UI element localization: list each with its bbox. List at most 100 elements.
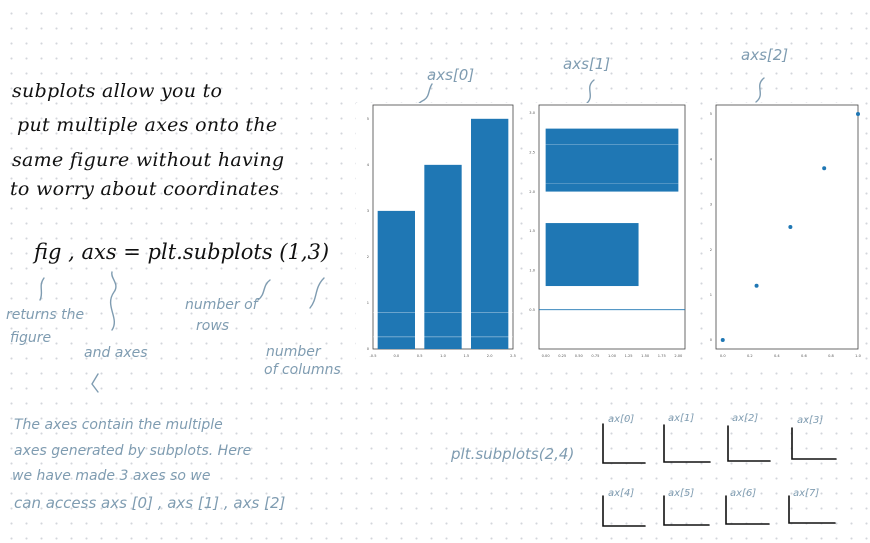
- y-tick-label: 4: [710, 157, 713, 161]
- axes-pointer: [109, 271, 117, 331]
- plot-axs2: 0.0 0.2 0.4 0.6 0.8 1.0 0 1 2 3 4 5: [706, 103, 864, 361]
- axs0-label: axs[0]: [427, 66, 475, 84]
- intro-line-3: same figure without having: [12, 149, 285, 171]
- mini-axis-top-1: [663, 424, 711, 463]
- y-tick-label: 1.5: [529, 229, 535, 233]
- y-tick-label: 2.5: [529, 150, 535, 154]
- y-tick-label: 5: [367, 117, 369, 121]
- cols-pointer: [309, 277, 325, 309]
- returns-note-1: returns the: [6, 307, 85, 323]
- scatter-point: [788, 225, 793, 229]
- scatter-chart: 0.0 0.2 0.4 0.6 0.8 1.0 0 1 2 3 4 5: [710, 104, 862, 358]
- barh: [545, 223, 639, 287]
- mini-axis-top-2: [727, 425, 771, 462]
- explain-line-3: we have made 3 axes so we: [12, 468, 211, 484]
- x-tick-label: 0.00: [542, 354, 551, 358]
- axes-frame: [538, 104, 686, 350]
- scatter-point: [856, 112, 860, 117]
- y-tick-label: 2: [367, 255, 369, 259]
- axs2-pointer: [755, 77, 765, 103]
- x-tick-label: 0.50: [575, 354, 584, 358]
- plot-axs1: 0.00 0.25 0.50 0.75 1.00 1.25 1.50 1.75 2.00 0.5 1…: [526, 103, 690, 361]
- x-tick-label: 2.0: [487, 354, 493, 358]
- y-tick-label: 2: [710, 248, 712, 252]
- grid-bottom-label-2: ax[6]: [730, 488, 757, 499]
- x-tick-label: 1.50: [641, 354, 650, 358]
- axs2-label: axs[2]: [741, 46, 789, 64]
- returns-note-2: figure: [10, 330, 52, 346]
- y-tick-label: 1: [710, 293, 712, 297]
- x-tick-label: 1.25: [625, 354, 633, 358]
- y-tick-label: 1.0: [529, 268, 535, 272]
- axs1-label: axs[1]: [563, 55, 611, 73]
- rows-note-1: number of: [185, 297, 258, 313]
- bar: [377, 210, 415, 349]
- mini-axis-bottom-1: [663, 495, 710, 526]
- x-tick-label: 0.0: [720, 354, 726, 358]
- bar-chart: -0.5 0.0 0.5 1.0 1.5 2.0 2.5 0 1 2 3 4 5: [367, 104, 516, 358]
- grid-example-label: plt.subplots(2,4): [451, 445, 575, 463]
- x-tick-label: 0.25: [558, 354, 566, 358]
- mini-axis-top-0: [602, 423, 646, 464]
- x-tick-label: 1.00: [608, 354, 617, 358]
- x-tick-label: 0.5: [417, 354, 423, 358]
- x-tick-label: 1.75: [658, 354, 666, 358]
- and-axes-check: [91, 373, 99, 393]
- bar: [471, 118, 509, 350]
- mini-axis-bottom-3: [788, 495, 836, 524]
- x-tick-label: 0.0: [393, 354, 399, 358]
- returns-pointer: [39, 277, 45, 301]
- mini-axis-top-3: [791, 427, 837, 460]
- grid-bottom-label-0: ax[4]: [608, 488, 635, 499]
- x-tick-label: 1.0: [440, 354, 446, 358]
- x-tick-label: 1.0: [855, 354, 861, 358]
- intro-line-2: put multiple axes onto the: [17, 114, 278, 136]
- scatter-point: [720, 337, 725, 342]
- mini-axis-bottom-0: [602, 495, 646, 527]
- and-axes-note: and axes: [84, 345, 148, 361]
- grid-top-label-3: ax[3]: [797, 415, 824, 426]
- x-tick-label: 0.4: [774, 354, 780, 358]
- subplots-code: fig , axs = plt.subplots (1,3): [34, 240, 330, 264]
- grid-bottom-label-3: ax[7]: [793, 488, 820, 499]
- x-tick-label: 2.5: [510, 354, 516, 358]
- y-tick-label: 3: [710, 203, 712, 207]
- y-tick-label: 2.0: [529, 190, 535, 194]
- barh-chart: 0.00 0.25 0.50 0.75 1.00 1.25 1.50 1.75 2.00 0.5 1…: [529, 104, 686, 358]
- x-tick-label: -0.5: [369, 354, 376, 358]
- grid-top-label-2: ax[2]: [732, 413, 759, 424]
- y-tick-label: 0: [710, 338, 713, 342]
- y-tick-label: 0: [367, 347, 370, 351]
- cols-note-1: number: [266, 344, 321, 360]
- y-tick-label: 0.5: [529, 308, 535, 312]
- y-tick-label: 4: [367, 163, 370, 167]
- y-tick-label: 5: [710, 112, 712, 116]
- x-tick-label: 0.75: [591, 354, 599, 358]
- axs1-pointer: [585, 79, 595, 105]
- axes-frame: [715, 104, 859, 350]
- grid-top-label-0: ax[0]: [608, 414, 635, 425]
- explain-line-1: The axes contain the multiple: [14, 417, 223, 433]
- barh: [545, 128, 679, 192]
- y-tick-label: 1: [367, 301, 369, 305]
- y-tick-label: 3: [367, 209, 369, 213]
- scatter-point: [822, 166, 827, 171]
- y-tick-label: 3.0: [529, 111, 535, 115]
- explain-line-4: can access axs [0] , axs [1] , axs [2]: [14, 494, 286, 512]
- cols-note-2: of columns: [264, 362, 341, 378]
- intro-line-1: subplots allow you to: [12, 80, 223, 102]
- grid-top-label-1: ax[1]: [668, 413, 695, 424]
- x-tick-label: 1.5: [463, 354, 469, 358]
- rows-pointer: [257, 279, 271, 301]
- bar: [424, 164, 462, 349]
- x-tick-label: 2.00: [674, 354, 683, 358]
- scatter-point: [754, 283, 759, 288]
- x-tick-label: 0.8: [828, 354, 834, 358]
- rows-note-2: rows: [196, 318, 230, 334]
- x-tick-label: 0.2: [747, 354, 753, 358]
- explain-line-2: axes generated by subplots. Here: [14, 443, 252, 459]
- grid-bottom-label-1: ax[5]: [668, 488, 695, 499]
- intro-line-4: to worry about coordinates: [10, 178, 280, 200]
- x-tick-label: 0.6: [801, 354, 807, 358]
